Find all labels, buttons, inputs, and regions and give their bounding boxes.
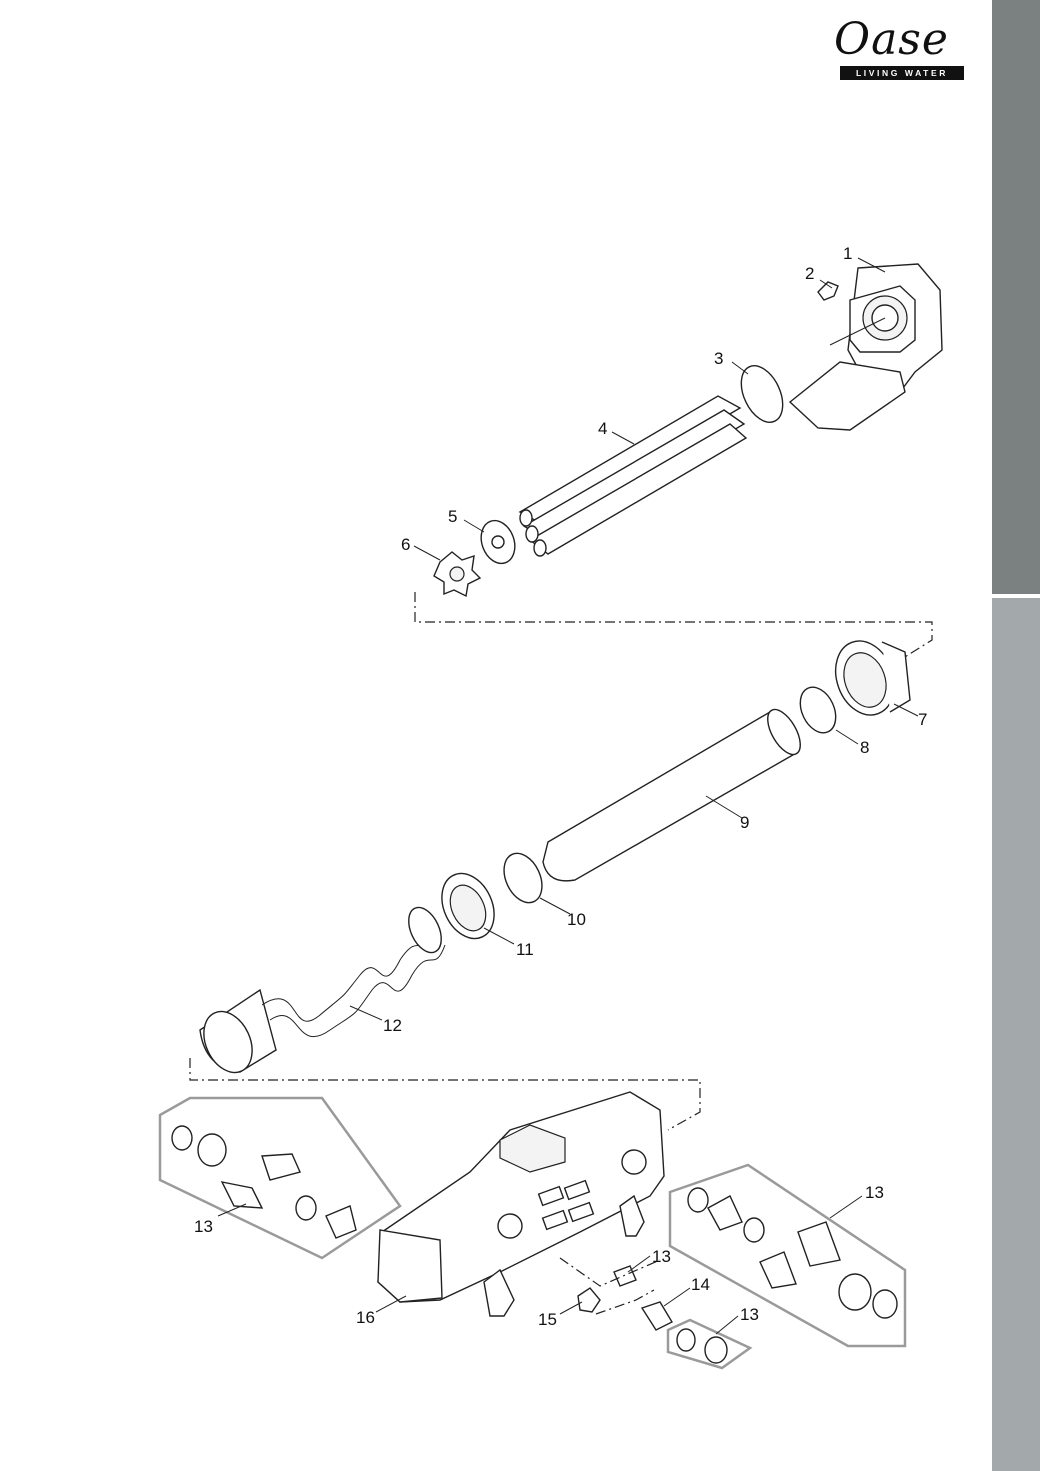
- part-7-union-nut: [834, 640, 911, 716]
- part-1-housing: [788, 263, 943, 431]
- callout-12: 12: [383, 1016, 402, 1035]
- callout-13-center: 13: [652, 1247, 671, 1266]
- part-6-star-bracket: [433, 551, 482, 598]
- part-13-clip-center: [613, 1265, 637, 1287]
- part-12-wiper-spiral: [199, 906, 446, 1074]
- fittings-set-right: [687, 1187, 898, 1319]
- side-tab-light: [992, 598, 1040, 1471]
- fittings-set-left: [171, 1125, 357, 1239]
- part-4-lamp-bundle: [518, 395, 748, 557]
- part-15-plug: [577, 1287, 601, 1313]
- callout-4: 4: [598, 419, 607, 438]
- part-3-o-ring: [740, 365, 784, 423]
- callout-13-left: 13: [194, 1217, 213, 1236]
- callout-13-bottom: 13: [740, 1305, 759, 1324]
- callout-3: 3: [714, 349, 723, 368]
- callout-2: 2: [805, 264, 814, 283]
- fittings-box-bottom: [666, 1318, 753, 1370]
- connector-line-center-2: [595, 1289, 655, 1315]
- callout-16: 16: [356, 1308, 375, 1327]
- callout-10: 10: [567, 910, 586, 929]
- callout-5: 5: [448, 507, 457, 526]
- fittings-box-left: [158, 1096, 402, 1260]
- brand-logo: Oase LIVING WATER: [830, 14, 970, 82]
- callout-7: 7: [918, 710, 927, 729]
- callout-14: 14: [691, 1275, 710, 1294]
- side-tab-dark: [992, 0, 1040, 594]
- callout-8: 8: [860, 738, 869, 757]
- callout-11: 11: [516, 940, 534, 959]
- brand-wordmark: Oase: [834, 14, 949, 65]
- callout-6: 6: [401, 535, 410, 554]
- part-14-connector: [640, 1301, 673, 1331]
- connector-line-6-7: [414, 592, 933, 661]
- connector-line-center: [559, 1257, 661, 1287]
- part-9-quartz-tube: [542, 708, 801, 882]
- brand-tagline: LIVING WATER: [840, 66, 964, 80]
- part-11-retaining-ring: [441, 872, 495, 940]
- callout-9: 9: [740, 813, 749, 832]
- exploded-parts-diagram: 1 2 3 4 5 6 7 8 9 10 11 12 13 13 13 13 1…: [158, 244, 943, 1370]
- callout-15: 15: [538, 1310, 557, 1329]
- leader-lines: [217, 257, 919, 1335]
- part-2-clip: [817, 281, 839, 301]
- part-16-main-housing: [377, 1091, 665, 1317]
- callout-13-right: 13: [865, 1183, 884, 1202]
- callout-1: 1: [843, 244, 852, 263]
- connector-line-12-16: [189, 1058, 701, 1131]
- part-8-o-ring: [799, 686, 837, 734]
- fittings-set-bottom: [676, 1328, 728, 1364]
- part-5-spacer-disc: [480, 519, 516, 565]
- fittings-box-right: [668, 1163, 907, 1348]
- part-10-o-ring: [503, 852, 543, 904]
